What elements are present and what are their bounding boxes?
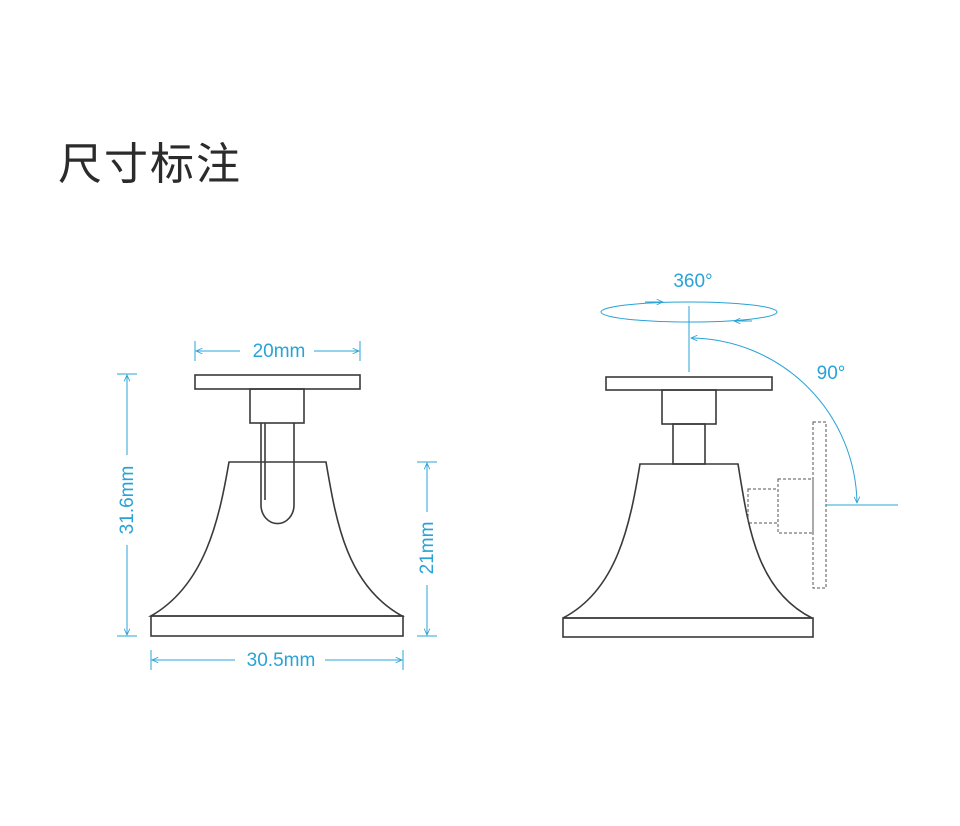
- front-view: [148, 374, 406, 637]
- side-base: [562, 463, 813, 619]
- side-stem: [672, 423, 706, 465]
- label-base-height: 21mm: [417, 522, 438, 575]
- label-total-height: 31.6mm: [117, 466, 138, 535]
- dimension-base-width: 30.5mm: [150, 650, 404, 671]
- label-rotation-360: 360°: [673, 271, 712, 292]
- side-nut: [661, 389, 717, 425]
- label-top-width: 20mm: [253, 341, 306, 362]
- rotated-nut: [777, 478, 814, 534]
- label-base-width: 30.5mm: [247, 650, 316, 671]
- mount-foot: [150, 615, 404, 637]
- rotated-plate: [812, 421, 827, 589]
- dimension-total-height: 31.6mm: [117, 373, 138, 637]
- rotated-stem: [747, 488, 779, 524]
- side-foot: [562, 617, 814, 638]
- side-view: [562, 376, 827, 638]
- dimension-top-width: 20mm: [194, 341, 361, 362]
- mount-plate: [194, 374, 361, 390]
- mount-stem: [260, 423, 295, 525]
- mount-nut: [249, 388, 305, 424]
- side-plate: [605, 376, 773, 391]
- dimension-base-height: 21mm: [417, 461, 438, 637]
- mount-base: [148, 461, 406, 617]
- label-rotation-90: 90°: [817, 363, 846, 384]
- rotation-90-indicator: 90°: [691, 338, 898, 506]
- page-title: 尺寸标注: [58, 139, 242, 190]
- rotation-360-indicator: 360°: [600, 271, 778, 372]
